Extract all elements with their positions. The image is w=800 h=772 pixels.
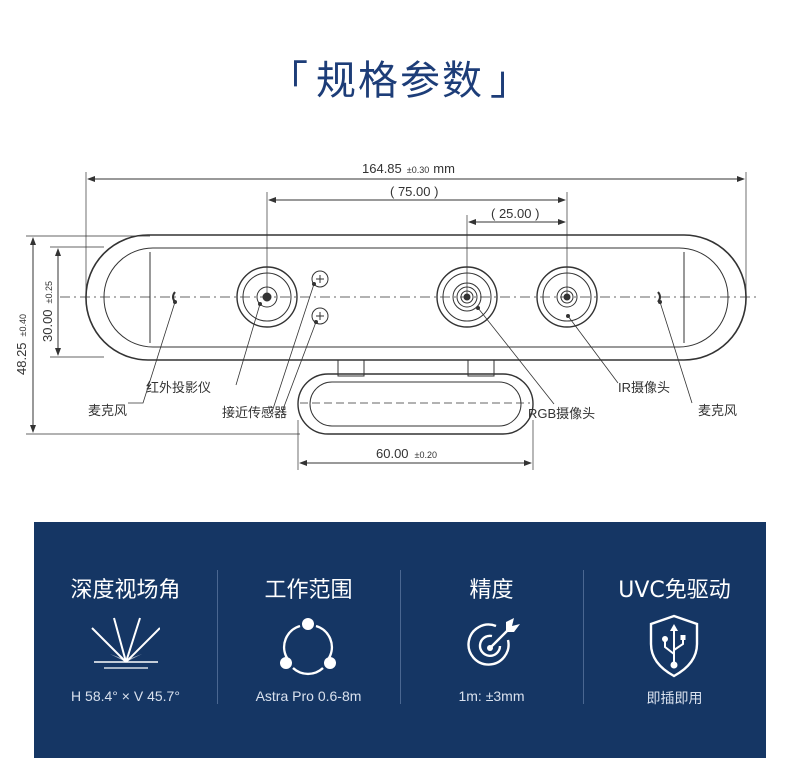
field-of-view-icon [91, 617, 160, 669]
dim-total-height-value: 48.25 [14, 342, 29, 375]
divider-1 [217, 570, 218, 704]
stand-neck-right [467, 359, 495, 377]
dim-total-width-unit: mm [433, 161, 455, 176]
stand-base-outer [297, 373, 534, 435]
label-mic-left: 麦克风 [88, 403, 127, 418]
leader-proximity-bottom [281, 321, 317, 413]
title-open-bracket: 「 [268, 58, 310, 104]
divider-3 [583, 570, 584, 704]
dim-total-width-value: 164.85 [362, 161, 402, 176]
dim-camera-spacing: ( 25.00 ) [491, 206, 539, 221]
spec-uvc: UVC免驱动 即插即用 [583, 522, 766, 758]
dim-sensor-spacing: ( 75.00 ) [390, 184, 438, 199]
stand-neck-left [337, 359, 365, 377]
spec-uvc-value: 即插即用 [646, 690, 703, 706]
spec-uvc-title: UVC免驱动 [618, 578, 731, 603]
range-icon [280, 618, 336, 676]
usb-shield-icon [649, 614, 699, 678]
spec-range-title: 工作范围 [264, 578, 353, 603]
title-close-bracket: 」 [490, 58, 532, 104]
leader-mic-right [659, 301, 693, 404]
label-proximity-sensor: 接近传感器 [222, 405, 287, 420]
device-body-inner [103, 247, 729, 348]
spec-accuracy-title: 精度 [469, 578, 514, 603]
dim-total-width: 164.85 ±0.30 mm [362, 161, 455, 176]
leader-ir-projector [235, 303, 261, 386]
dim-body-height-tol: ±0.25 [44, 281, 54, 303]
spec-fov: 深度视场角 H 58.4° × V 45.7° [34, 522, 217, 758]
label-ir-projector: 红外投影仪 [146, 380, 211, 395]
leader-ir-camera [567, 315, 619, 384]
divider-2 [400, 570, 401, 704]
leader-proximity-top [271, 283, 315, 413]
leader-rgb-camera [477, 307, 555, 405]
spec-fov-title: 深度视场角 [70, 578, 181, 603]
spec-accuracy: 精度 1m: ±3mm [400, 522, 583, 758]
dim-body-height-value: 30.00 [40, 309, 55, 342]
dim-total-height-tol: ±0.40 [18, 314, 28, 336]
stand-base-inner [309, 381, 522, 427]
technical-drawing: 164.85 ±0.30 mm ( 75.00 ) ( 25.00 ) 48.25 ±… [14, 161, 760, 470]
spec-range-value: Astra Pro 0.6-8m [255, 688, 362, 704]
dim-total-width-tol: ±0.30 [407, 165, 429, 175]
spec-range: 工作范围 Astra Pro 0.6-8m [217, 522, 400, 758]
title-text: 规格参数 [316, 58, 484, 104]
proximity-sensor-bottom [311, 307, 329, 325]
dim-total-height: 48.25 ±0.40 [14, 314, 29, 375]
label-ir-camera: IR摄像头 [618, 380, 670, 395]
dim-base-width-value: 60.00 [376, 446, 409, 461]
spec-panel: 深度视场角 H 58.4° × V 45.7° 工作范围 [34, 522, 766, 758]
dim-base-width: 60.00 ±0.20 [376, 446, 437, 461]
target-icon [467, 618, 520, 666]
proximity-sensor-top [311, 270, 329, 288]
spec-accuracy-value: 1m: ±3mm [458, 688, 525, 704]
leader-mic-left [128, 301, 176, 404]
label-mic-right: 麦克风 [698, 403, 737, 418]
dim-base-width-tol: ±0.20 [415, 450, 437, 460]
page-title: 「规格参数」 [0, 48, 800, 106]
spec-fov-value: H 58.4° × V 45.7° [71, 688, 180, 704]
device-body-outer [85, 234, 747, 361]
label-rgb-camera: RGB摄像头 [528, 406, 595, 421]
dim-body-height: 30.00 ±0.25 [40, 281, 55, 342]
